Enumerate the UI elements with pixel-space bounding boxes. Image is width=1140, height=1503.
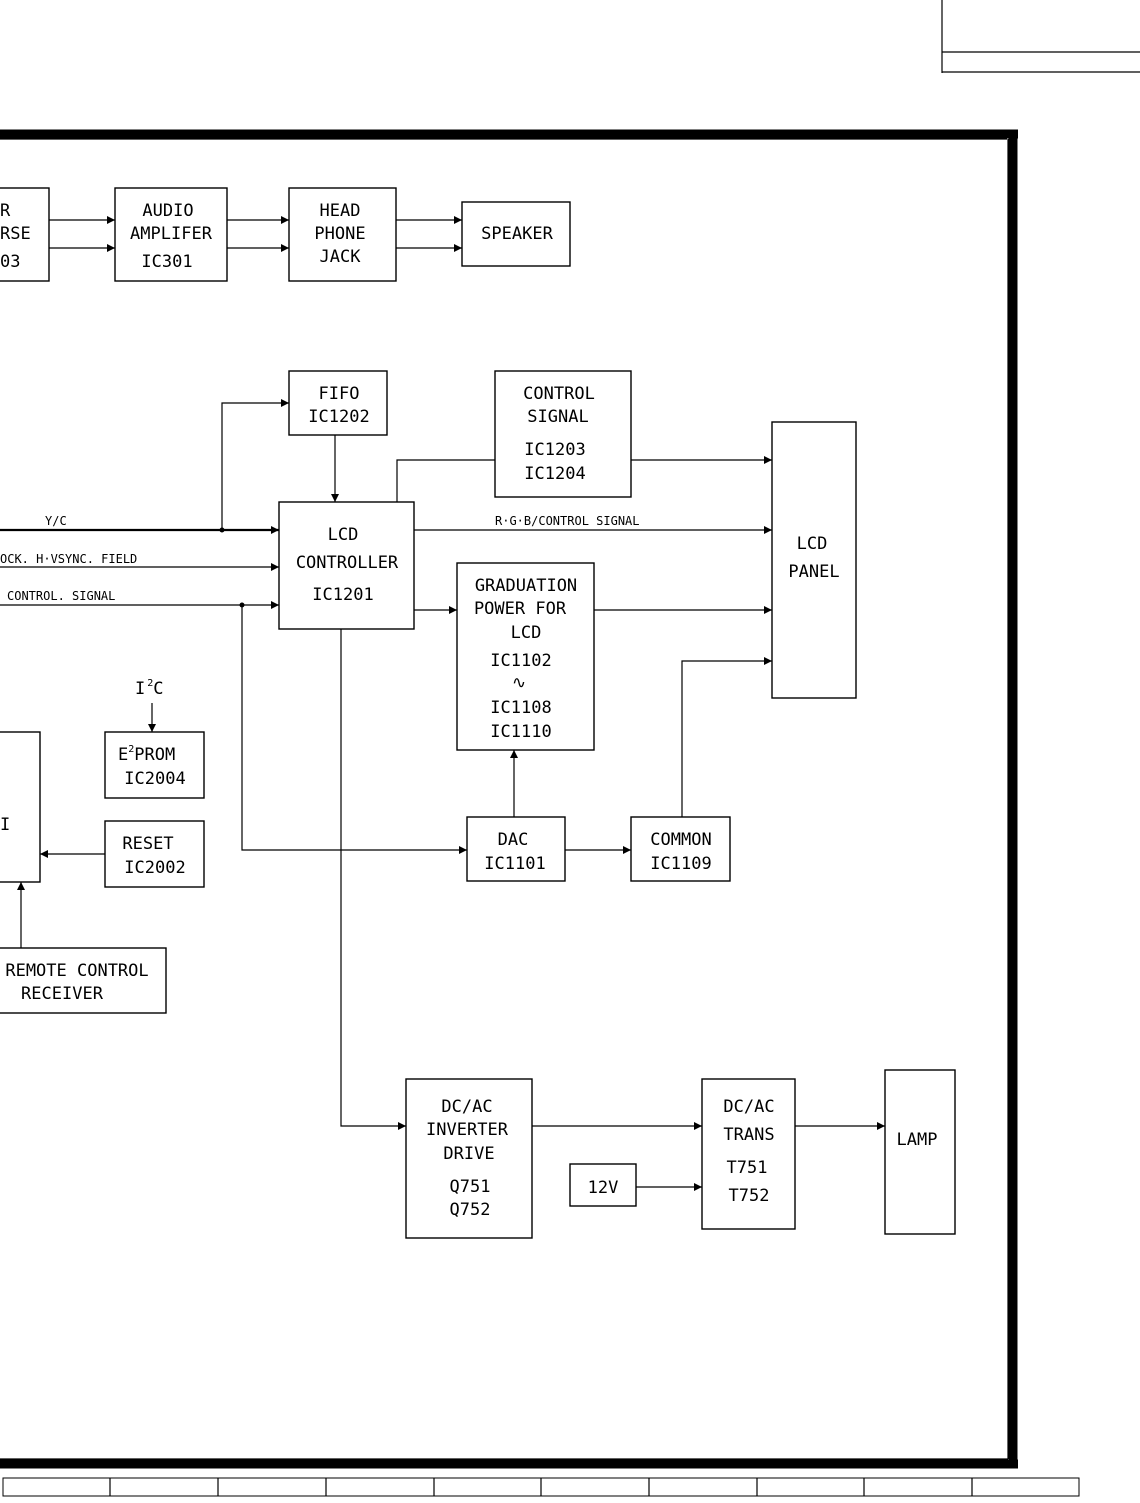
svg-text:Q752: Q752 (450, 1200, 491, 1220)
svg-text:DC/AC: DC/AC (441, 1097, 492, 1117)
reset-block: RESET IC2002 (104, 820, 205, 888)
dac-block: DAC IC1101 (466, 816, 566, 882)
title-block (941, 0, 1140, 73)
lamp-block: LAMP (884, 1069, 956, 1235)
svg-text:AMPLIFER: AMPLIFER (130, 224, 213, 244)
signal-label-clock: OCK. H·VSYNC. FIELD (0, 552, 137, 566)
svg-text:CONTROLLER: CONTROLLER (296, 553, 399, 573)
svg-text:IC1101: IC1101 (484, 854, 545, 874)
svg-text:SIGNAL: SIGNAL (527, 407, 588, 427)
signal-label-control: CONTROL. SIGNAL (7, 589, 115, 603)
svg-text:SPEAKER: SPEAKER (481, 224, 553, 244)
svg-text:R: R (0, 201, 11, 221)
svg-text:IC1108: IC1108 (490, 698, 551, 718)
svg-text:PANEL: PANEL (788, 562, 839, 582)
bottom-ruler (2, 1477, 1080, 1497)
svg-text:DAC: DAC (498, 830, 529, 850)
svg-text:DC/AC: DC/AC (723, 1097, 774, 1117)
svg-text:LCD: LCD (328, 525, 359, 545)
svg-text:IC2004: IC2004 (124, 769, 185, 789)
supply-12v-block: 12V (569, 1163, 637, 1207)
wire-controller-to-inverter (340, 629, 406, 1130)
lcd-panel-block: LCD PANEL (771, 421, 857, 699)
svg-text:FIFO: FIFO (319, 384, 360, 404)
svg-text:Q751: Q751 (450, 1177, 491, 1197)
svg-text:JACK: JACK (320, 247, 362, 267)
svg-text:IC1109: IC1109 (650, 854, 711, 874)
svg-text:LAMP: LAMP (897, 1130, 938, 1150)
signal-label-rgb: R·G·B/CONTROL SIGNAL (495, 514, 640, 528)
speaker-block: SPEAKER (461, 201, 571, 267)
svg-text:IC1201: IC1201 (312, 585, 373, 605)
svg-text:INVERTER: INVERTER (426, 1120, 509, 1140)
svg-text:HEAD: HEAD (320, 201, 361, 221)
svg-text:DRIVE: DRIVE (443, 1144, 494, 1164)
svg-text:I: I (0, 815, 10, 835)
svg-text:COMMON: COMMON (650, 830, 711, 850)
audio-amplifier-block: AUDIO AMPLIFER IC301 (114, 187, 228, 282)
eprom-block: E2PROM IC2004 (104, 731, 205, 799)
svg-text:CONTROL: CONTROL (523, 384, 595, 404)
svg-text:T752: T752 (729, 1186, 770, 1206)
svg-text:RECEIVER: RECEIVER (21, 984, 104, 1004)
wire-yc-to-fifo (221, 399, 289, 530)
svg-text:TRANS: TRANS (723, 1125, 774, 1145)
svg-text:IC1110: IC1110 (490, 722, 551, 742)
svg-text:IC1203: IC1203 (524, 440, 585, 460)
svg-text:T751: T751 (727, 1158, 768, 1178)
svg-text:PHONE: PHONE (314, 224, 365, 244)
sound-processor-block: R RSE 03 (0, 187, 50, 282)
microcomputer-block: I (0, 731, 41, 883)
svg-text:AUDIO: AUDIO (142, 201, 193, 221)
svg-text:∿: ∿ (512, 673, 526, 693)
inverter-drive-block: DC/AC INVERTER DRIVE Q751 Q752 (405, 1078, 533, 1239)
dcac-trans-block: DC/AC TRANS T751 T752 (701, 1078, 796, 1230)
svg-text:E2PROM: E2PROM (118, 744, 175, 765)
svg-text:POWER FOR: POWER FOR (474, 599, 567, 619)
svg-text:REMOTE CONTROL: REMOTE CONTROL (5, 961, 148, 981)
svg-text:03: 03 (0, 252, 20, 272)
common-block: COMMON IC1109 (630, 816, 731, 882)
svg-text:RSE: RSE (0, 224, 31, 244)
svg-text:IC1204: IC1204 (524, 464, 585, 484)
lcd-controller-block: LCD CONTROLLER IC1201 (278, 501, 415, 630)
control-signal-block: CONTROL SIGNAL IC1203 IC1204 (494, 370, 632, 498)
svg-text:12V: 12V (588, 1178, 619, 1198)
page-frame (0, 129, 1018, 1469)
remote-receiver-block: REMOTE CONTROL RECEIVER (0, 947, 167, 1014)
wire-control-to-dac (241, 605, 467, 854)
fifo-block: FIFO IC1202 (288, 370, 388, 436)
svg-text:IC1202: IC1202 (308, 407, 369, 427)
graduation-power-block: GRADUATION POWER FOR LCD IC1102 ∿ IC1108… (456, 562, 595, 751)
svg-text:LCD: LCD (511, 623, 542, 643)
svg-text:IC1102: IC1102 (490, 651, 551, 671)
wire-common-to-panel (681, 657, 772, 817)
svg-text:RESET: RESET (122, 834, 173, 854)
headphone-jack-block: HEAD PHONE JACK (288, 187, 397, 282)
svg-text:IC301: IC301 (141, 252, 192, 272)
svg-text:LCD: LCD (797, 534, 828, 554)
svg-text:IC2002: IC2002 (124, 858, 185, 878)
svg-text:GRADUATION: GRADUATION (475, 576, 577, 596)
signal-label-yc: Y/C (45, 514, 67, 528)
wire-controller-to-control-signal (396, 459, 495, 502)
